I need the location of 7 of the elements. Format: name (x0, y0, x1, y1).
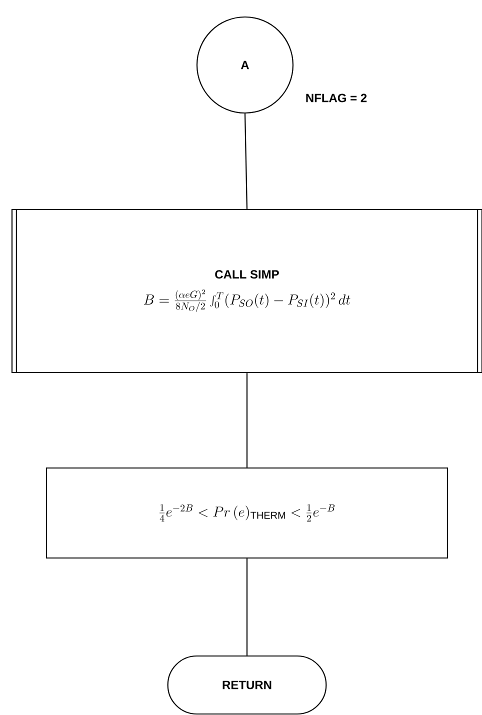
process-box: $\frac{1}{4}e^{-2B} < Pr\,(e)_{\mathrm{THERM}} < \frac{1}{2}e^{-B}$ (46, 467, 448, 559)
process-box: CALL SIMP $B = \frac{(\alpha e G)^{2}}{8N_{O}/2}\int_{0}^{T}(P_{SO}(t)-P_{SI}(t))^{2}\,dt$ (11, 208, 482, 374)
connector-line (246, 373, 248, 468)
terminator: RETURN (167, 655, 327, 715)
connector-line (246, 558, 248, 656)
connector-line (244, 114, 248, 209)
annotation-text: NFLAG = 2 (306, 94, 367, 102)
